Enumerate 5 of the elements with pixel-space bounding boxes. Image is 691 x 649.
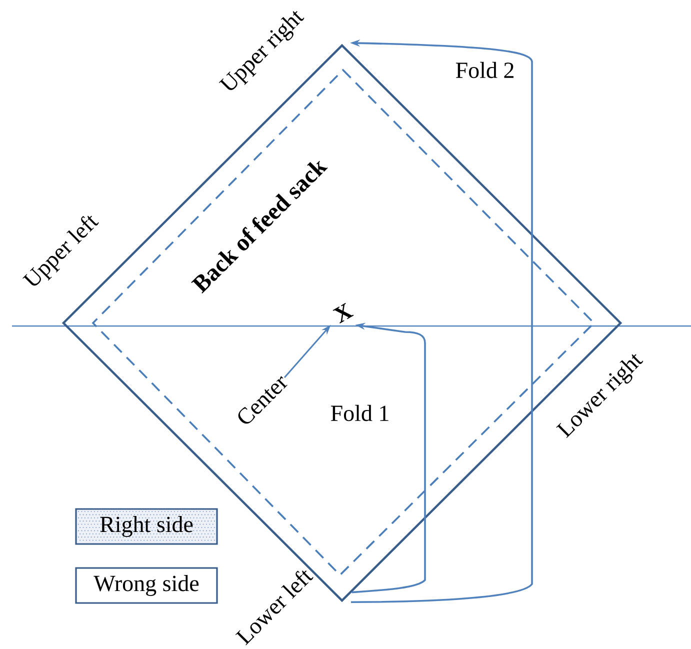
edge-label: Fold 1 (329, 404, 391, 422)
edge-label: Fold 2 (454, 60, 516, 80)
legend-box: Wrong side (75, 567, 218, 604)
x-mark: X (332, 302, 354, 324)
legend-box: Right side (75, 508, 218, 545)
